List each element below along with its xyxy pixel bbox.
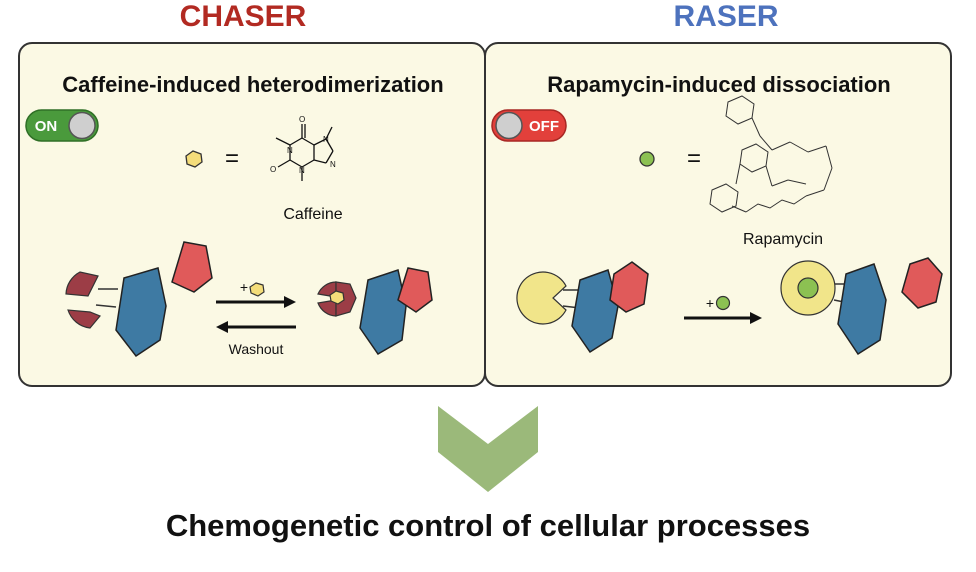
rapamycin-structure-icon: [709, 95, 833, 213]
chaser-forward-label: +: [240, 279, 248, 295]
svg-text:O: O: [299, 115, 305, 124]
chaser-unbound-complex: [65, 241, 213, 358]
rapamycin-label: Rapamycin: [743, 231, 823, 248]
rapamycin-dot-icon: [639, 151, 655, 167]
svg-text:N: N: [299, 166, 305, 175]
bottom-caption: Chemogenetic control of cellular process…: [165, 508, 811, 543]
switch-on-label: ON: [35, 118, 58, 135]
raser-arrow: +: [684, 295, 762, 324]
caffeine-atom-labels: O O N N N N: [270, 115, 336, 175]
blue-protein-icon: [115, 267, 167, 358]
raser-bound-complex: [516, 261, 649, 354]
chaser-equilibrium-arrows: + Washout: [216, 279, 296, 357]
svg-text:N: N: [330, 160, 336, 169]
chaser-panel-title: Caffeine-induced heterodimerization: [62, 72, 444, 97]
chaser-panel: [18, 42, 486, 387]
raser-dissociated-complex: [780, 257, 943, 356]
svg-text:N: N: [323, 135, 329, 144]
svg-text:N: N: [287, 146, 293, 155]
chevron-down-icon: [438, 406, 538, 492]
chaser-bound-complex: [317, 267, 433, 355]
maroon-binder-split-icon: [65, 271, 99, 297]
raser-panel-title: Rapamycin-induced dissociation: [547, 72, 891, 97]
rapamycin-equals: =: [687, 145, 701, 172]
caffeine-structure-icon: [275, 124, 334, 181]
switch-off-label: OFF: [529, 118, 559, 135]
red-protein-icon: [171, 241, 213, 293]
svg-text:O: O: [270, 165, 276, 174]
caffeine-label: Caffeine: [283, 206, 342, 223]
raser-header: RASER: [673, 0, 779, 33]
caffeine-dot-icon: [185, 150, 203, 168]
toggle-on-icon: ON: [25, 109, 99, 142]
raser-arrow-label: +: [706, 295, 714, 311]
caffeine-equals: =: [225, 145, 239, 172]
toggle-off-icon: OFF: [491, 109, 567, 142]
chaser-header: CHASER: [179, 0, 307, 33]
chaser-washout-label: Washout: [229, 341, 284, 357]
